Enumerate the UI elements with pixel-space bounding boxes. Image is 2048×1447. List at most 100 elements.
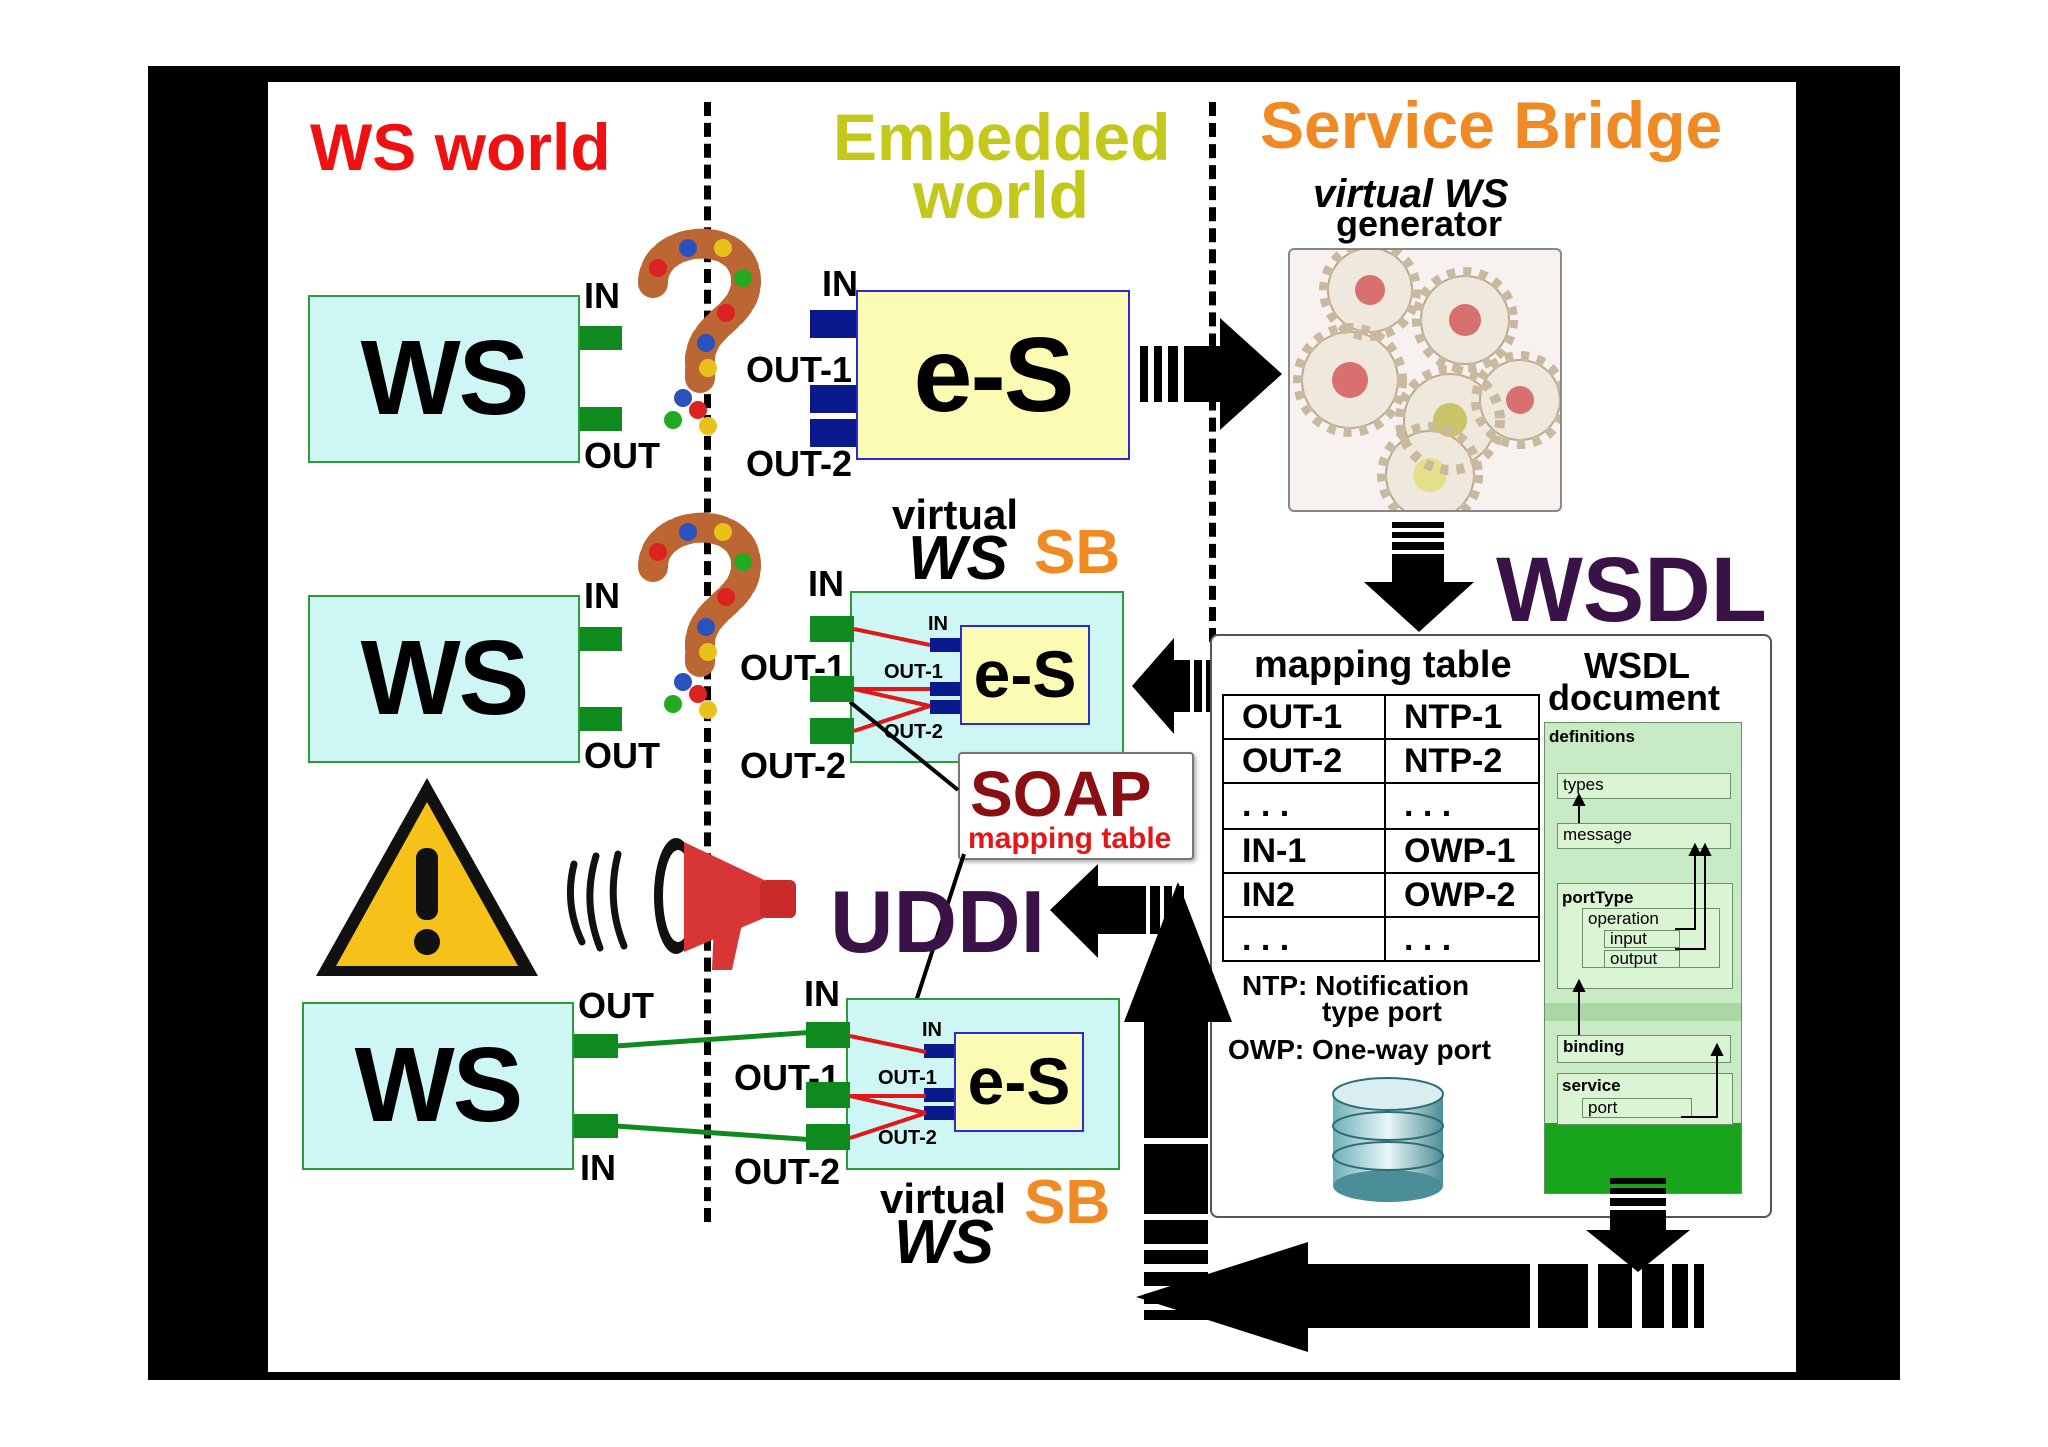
legend-ntp-line1: NTP: Notification [1242, 970, 1470, 1001]
sb3-out1-port [806, 1082, 850, 1108]
ws1-in-port [580, 326, 622, 350]
wd-definitions: definitions [1549, 727, 1635, 746]
wd-input: input [1604, 930, 1680, 948]
sb3-out2-label: OUT-2 [734, 1151, 841, 1192]
vws-sb-3-sb: SB [1024, 1168, 1111, 1237]
es1-out2-port [810, 419, 856, 447]
ws1-in-label: IN [584, 275, 620, 316]
sb2-out2-label: OUT-2 [740, 745, 847, 786]
es3-out1-label: OUT-1 [878, 1067, 937, 1089]
mt-r4-c0: IN2 [1242, 876, 1295, 914]
ws2-in-label: IN [584, 575, 620, 616]
mt-r0-c0: OUT-1 [1242, 698, 1343, 736]
es2-out1-label: OUT-1 [884, 661, 943, 683]
sb3-in-port [806, 1022, 850, 1048]
ws3-in-label: IN [580, 1147, 616, 1188]
es1-out1-label: OUT-1 [746, 349, 853, 390]
es3-out2-port [924, 1106, 954, 1120]
header-service-bridge: Service Bridge [1260, 88, 1723, 162]
mapping-table-title: mapping table [1254, 644, 1512, 686]
legend-owp: OWP: One-way port [1228, 1034, 1491, 1065]
mt-r3-c0: IN-1 [1242, 832, 1307, 870]
vws-sb-2-sb: SB [1034, 518, 1121, 587]
ws-box-1: WS [308, 295, 580, 463]
es-box-3-label: e-S [967, 1044, 1071, 1118]
sb2-out2-port [810, 718, 854, 744]
arrow-icon [1586, 1178, 1690, 1272]
ws2-out-label: OUT [584, 735, 660, 776]
wsdl-title: WSDL [1496, 539, 1767, 641]
mt-r1-c0: OUT-2 [1242, 742, 1343, 780]
wd-service-group: service port [1557, 1073, 1733, 1125]
vws-sb-2-virtual: virtual [892, 491, 1019, 538]
wsdl-doc-title-line1: WSDL [1584, 645, 1690, 686]
wd-message: message [1557, 823, 1731, 849]
mt-r4-c1: OWP-2 [1404, 876, 1516, 914]
es-box-2: e-S [960, 625, 1090, 725]
ws-box-2: WS [308, 595, 580, 763]
es1-out1-port [810, 385, 856, 413]
ws-box-2-label: WS [360, 619, 530, 737]
es2-out2-port [930, 700, 960, 714]
sb2-mapping-lines [853, 627, 931, 733]
wd-porttype: portType [1562, 888, 1634, 907]
wd-service: service [1562, 1076, 1621, 1095]
vws-sb-3-virtual: virtual [880, 1175, 1007, 1222]
ws2-out-port [580, 707, 622, 731]
es2-out1-port [930, 682, 960, 696]
mt-r5-c0: . . . [1242, 920, 1290, 958]
arrow-icon [1136, 1242, 1706, 1352]
es3-out2-label: OUT-2 [878, 1127, 937, 1149]
es2-out2-label: OUT-2 [884, 721, 943, 743]
generator-title-line1: virtual WS [1313, 172, 1509, 216]
question-crowd-icon [628, 228, 768, 438]
uddi-title: UDDI [830, 872, 1046, 971]
arrow-icon [1140, 318, 1282, 430]
es1-out2-label: OUT-2 [746, 443, 853, 484]
es-box-1-label: e-S [913, 316, 1075, 434]
wsdl-document: definitions types message portType opera… [1544, 722, 1742, 1194]
soap-title: SOAP [970, 758, 1152, 830]
sb2-in-label: IN [808, 563, 844, 604]
sb3-out2-port [806, 1124, 850, 1150]
wd-binding: binding [1557, 1035, 1731, 1063]
header-embedded-world-line1: Embedded [833, 100, 1171, 174]
arrow-icon [1124, 882, 1232, 1342]
warning-icon [312, 772, 542, 982]
soap-box: SOAP mapping table [958, 752, 1194, 860]
es3-in-port [924, 1044, 954, 1058]
sb2-in-port [810, 616, 854, 642]
es2-in-port [930, 638, 960, 652]
ws1-out-label: OUT [584, 435, 660, 476]
es1-in-label: IN [822, 263, 858, 304]
megaphone-icon [564, 824, 800, 974]
generator-title-line2: generator [1336, 203, 1503, 244]
wd-types: types [1557, 773, 1731, 799]
ws3-out-label: OUT [578, 985, 654, 1026]
soap-subtitle: mapping table [968, 822, 1172, 855]
legend-ntp-line2: type port [1322, 996, 1442, 1027]
slide: WS world Embedded world Service Bridge v… [268, 82, 1796, 1372]
es2-in-label: IN [928, 613, 948, 635]
wsdl-doc-title-line2: document [1548, 677, 1721, 718]
sb3-mapping-lines [849, 1034, 927, 1140]
question-crowd-icon [628, 512, 768, 722]
es-box-3: e-S [954, 1032, 1084, 1132]
es3-in-label: IN [922, 1019, 942, 1041]
mt-r3-c1: OWP-1 [1404, 832, 1516, 870]
es-box-1: e-S [856, 290, 1130, 460]
wd-connector-lines [1572, 792, 1724, 1118]
header-embedded-world-line2: world [913, 158, 1089, 232]
vws-sb-2-ws: WS [908, 524, 1008, 593]
ws1-out-port [580, 407, 622, 431]
es1-in-port [810, 310, 856, 338]
ws-box-3-label: WS [354, 1026, 524, 1144]
mt-r0-c1: NTP-1 [1404, 698, 1503, 736]
mt-r2-c0: . . . [1242, 786, 1290, 824]
mapping-table: OUT-1 NTP-1 OUT-2 NTP-2 . . . . . . IN-1… [1222, 694, 1540, 962]
ws-box-1-label: WS [360, 319, 530, 437]
mt-r1-c1: NTP-2 [1404, 742, 1503, 780]
vws-sb-3-ws: WS [894, 1208, 994, 1277]
ws3-in-port [574, 1114, 618, 1138]
es3-out1-port [924, 1088, 954, 1102]
